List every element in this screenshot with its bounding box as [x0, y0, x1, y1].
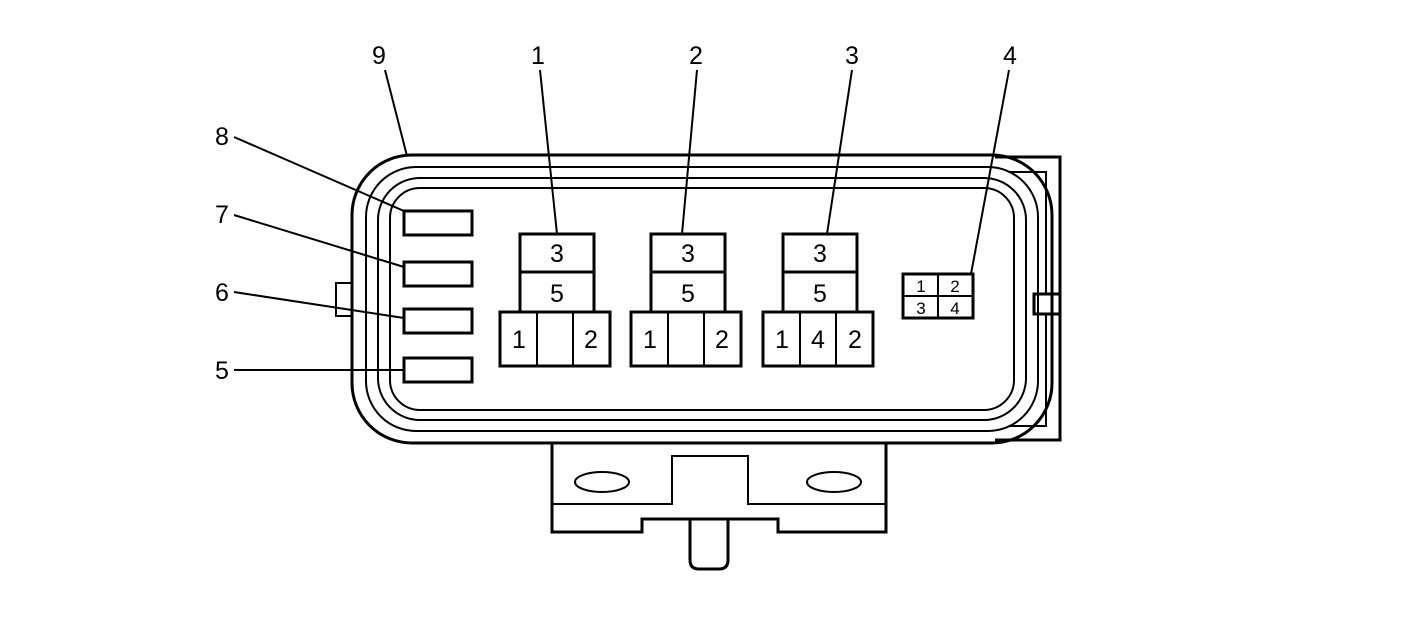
connector-housing [335, 153, 1062, 445]
callout-4: 4 [1003, 42, 1017, 70]
callout-labels: 9 1 2 3 4 8 7 6 5 [215, 42, 1017, 385]
small-connector: 1 2 3 4 [901, 272, 975, 320]
relay-3-pin-4: 4 [811, 326, 825, 354]
relay-1-pin-2: 2 [584, 326, 598, 354]
callout-9: 9 [372, 42, 386, 70]
relay-2-pin-2: 2 [715, 326, 729, 354]
relay-socket-1: 3 5 1 2 [498, 232, 612, 368]
small-connector-pin-2: 2 [950, 277, 959, 296]
terminal-slot-7 [402, 260, 474, 288]
callout-2: 2 [689, 42, 703, 70]
leader-1 [539, 69, 558, 235]
terminal-slot-6 [402, 307, 474, 335]
callout-7: 7 [215, 201, 229, 229]
relay-3-pin-1: 1 [775, 326, 789, 354]
relay-2-pin-5: 5 [681, 280, 695, 308]
relay-1-pin-5: 5 [550, 280, 564, 308]
relay-3-pin-2: 2 [848, 326, 862, 354]
leader-8 [233, 136, 405, 212]
small-connector-pin-3: 3 [916, 299, 925, 318]
leader-3 [826, 69, 853, 235]
leader-2 [681, 69, 698, 235]
small-connector-pin-1: 1 [916, 277, 925, 296]
relay-socket-2: 3 5 1 2 [629, 232, 743, 368]
relay-1-pin-1: 1 [512, 326, 526, 354]
left-terminal-slots [402, 209, 474, 384]
relay-socket-3: 3 5 1 4 2 [761, 232, 875, 368]
terminal-slot-8 [402, 209, 474, 237]
mounting-bracket [550, 443, 888, 571]
relay-2-pin-1: 1 [643, 326, 657, 354]
callout-3: 3 [845, 42, 859, 70]
leader-4 [970, 69, 1010, 275]
relay-3-pin-5: 5 [813, 280, 827, 308]
callout-1: 1 [531, 42, 545, 70]
leader-9 [384, 69, 408, 157]
leader-7 [233, 214, 405, 268]
callout-6: 6 [215, 279, 229, 307]
callout-8: 8 [215, 123, 229, 151]
small-connector-pin-4: 4 [950, 299, 959, 318]
callout-5: 5 [215, 357, 229, 385]
relay-3-pin-3: 3 [813, 240, 827, 268]
leader-lines [233, 69, 1010, 371]
terminal-slot-5 [402, 356, 474, 384]
leader-6 [233, 291, 405, 319]
relay-1-pin-3: 3 [550, 240, 564, 268]
relay-2-pin-3: 3 [681, 240, 695, 268]
